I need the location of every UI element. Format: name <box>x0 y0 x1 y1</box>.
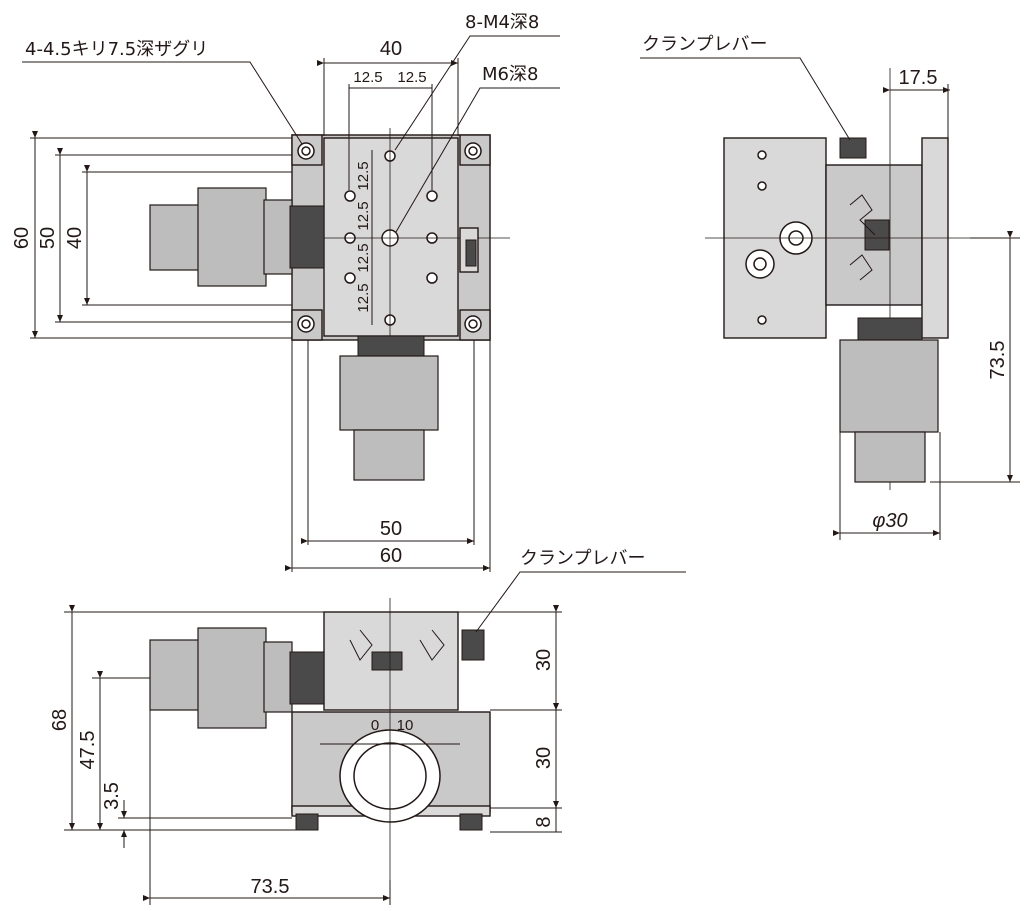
side-hole <box>757 315 767 325</box>
micrometer-barrel <box>289 205 325 269</box>
side-view: クランプレバー 17.5 73.5 φ30 <box>640 34 1020 540</box>
dim-left-40: 40 <box>64 227 86 249</box>
dim-v-pitch-3: 12.5 <box>355 243 372 272</box>
dim-top-40: 40 <box>380 38 402 60</box>
m4-hole <box>344 190 356 202</box>
dim-v-pitch-2: 12.5 <box>355 201 372 230</box>
side-clamp-lever <box>839 137 867 159</box>
side-clamp-block <box>864 219 890 251</box>
front-clamp-label: クランプレバー <box>520 548 645 569</box>
micrometer-knob-bottom <box>339 355 439 431</box>
dim-pitch-left: 12.5 <box>353 69 382 86</box>
front-view: 0 10 クランプレバー 68 47.5 3.5 30 30 8 <box>49 548 686 905</box>
front-dim-30-top: 30 <box>533 649 555 671</box>
front-dim-3-5: 3.5 <box>101 782 123 810</box>
front-dim-47-5: 47.5 <box>77 731 99 770</box>
side-hole <box>757 150 767 160</box>
side-clamp-label: クランプレバー <box>642 34 767 55</box>
dim-v-pitch-1: 12.5 <box>355 161 372 190</box>
dim-left-50: 50 <box>37 227 59 249</box>
m4-hole <box>344 272 356 284</box>
note-counterbore: 4-4.5キリ7.5深ザグリ <box>25 39 208 60</box>
micrometer-sleeve <box>263 199 293 275</box>
micrometer-thimble-bottom <box>353 429 425 481</box>
top-view: 40 12.5 12.5 12.5 12.5 12.5 12.5 4-4.5キリ… <box>11 12 560 572</box>
side-knob <box>839 339 939 433</box>
dim-v-pitch-4: 12.5 <box>355 283 372 312</box>
front-knob <box>197 627 267 729</box>
note-m4-holes: 8-M4深8 <box>465 12 539 33</box>
front-dim-73-5: 73.5 <box>251 876 290 898</box>
side-dim-phi30: φ30 <box>872 510 907 532</box>
side-dim-73-5: 73.5 <box>987 341 1009 380</box>
side-thimble <box>854 431 926 483</box>
front-thimble <box>149 639 201 711</box>
front-clamp-lever <box>461 629 485 661</box>
front-dim-68: 68 <box>49 709 71 731</box>
side-dim-17-5: 17.5 <box>899 67 938 89</box>
front-clamp-block <box>371 651 403 671</box>
scale-10: 10 <box>397 717 414 734</box>
dim-bottom-60: 60 <box>380 545 402 567</box>
m4-hole <box>426 190 438 202</box>
front-dim-30-mid: 30 <box>533 747 555 769</box>
dim-left-60: 60 <box>11 227 33 249</box>
scale-0: 0 <box>371 717 379 734</box>
m4-hole <box>426 272 438 284</box>
micrometer-barrel-bottom <box>357 335 425 359</box>
micrometer-thimble <box>149 204 201 271</box>
side-barrel <box>857 317 923 341</box>
side-hole <box>757 181 767 191</box>
front-dim-8: 8 <box>533 816 555 827</box>
front-foot <box>295 813 319 831</box>
dim-bottom-50: 50 <box>380 518 402 540</box>
micrometer-knob <box>197 187 267 287</box>
front-foot <box>459 813 483 831</box>
note-m6-hole: M6深8 <box>482 64 538 85</box>
dim-pitch-right: 12.5 <box>397 69 426 86</box>
